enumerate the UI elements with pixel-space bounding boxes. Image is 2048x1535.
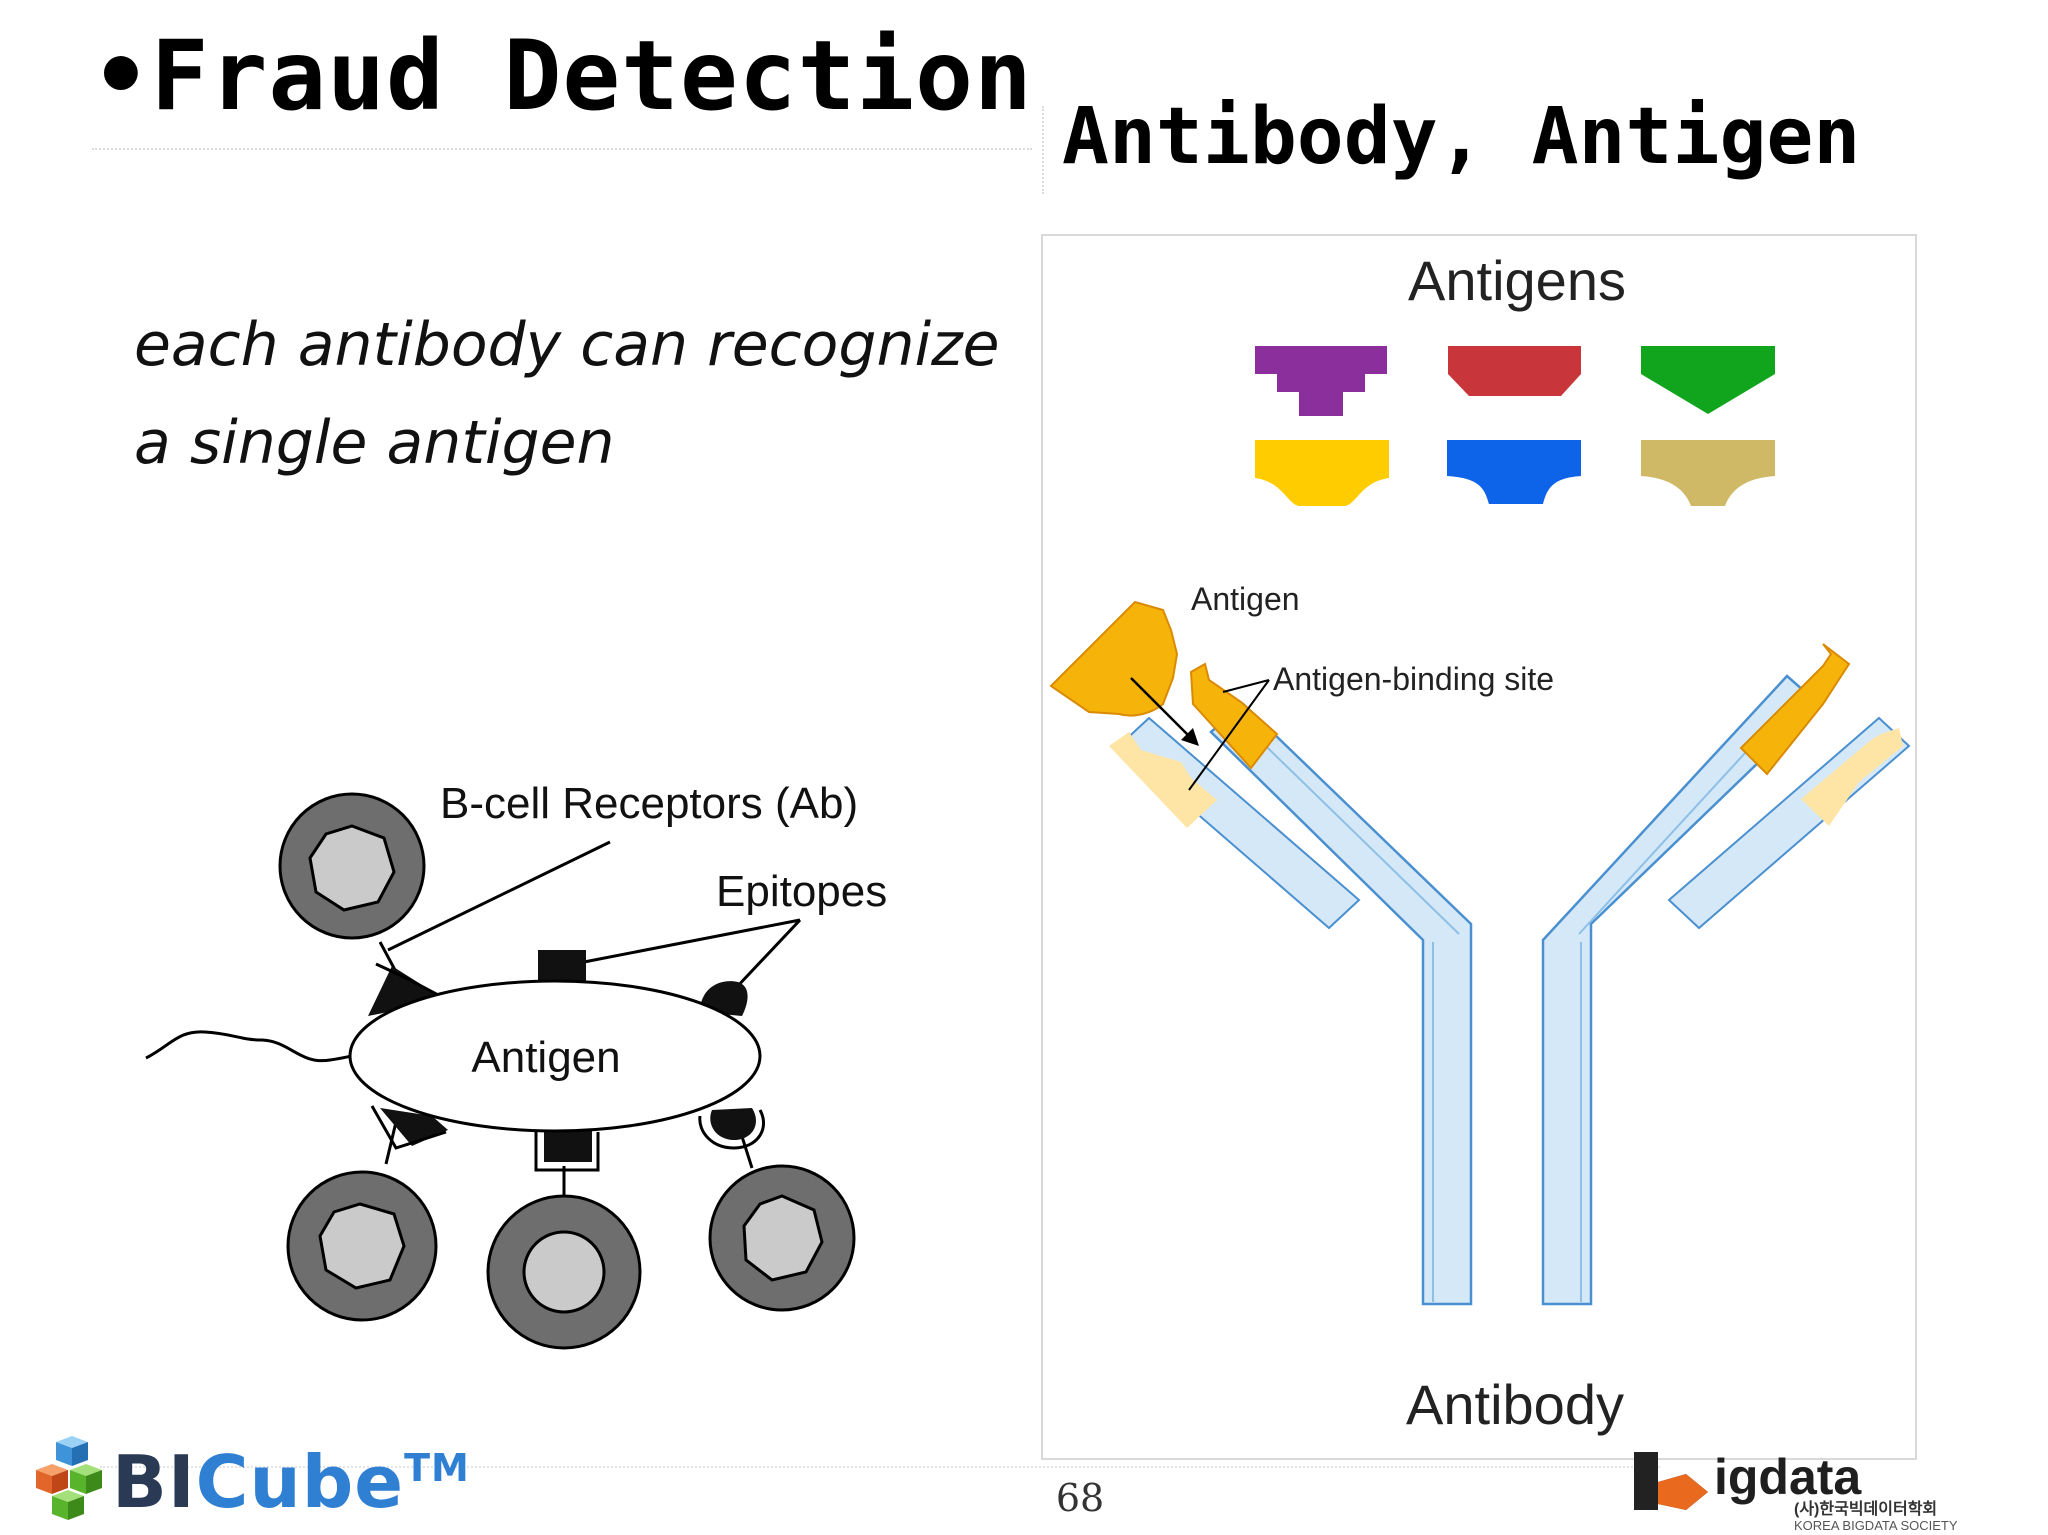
binding-site-leader-line [1222,679,1270,693]
receptor-head [534,1132,600,1172]
epitope-round [710,1108,756,1140]
antigens-title: Antigens [1408,249,1626,312]
epitope-square [544,1128,592,1162]
body-line-2: a single antigen [134,408,615,478]
light-chain-tip-left [1109,732,1217,828]
b-cell [278,792,426,940]
binding-arrow-line [1130,677,1190,737]
bicube-logo-icon [36,1436,102,1520]
heavy-chain-inner-line [1236,717,1460,935]
receptor-head [370,1105,447,1150]
epitope-leader-line [583,918,801,964]
title-divider [92,148,1032,150]
receptor-head [698,1109,766,1150]
body-text: each antibody can recognize a single ant… [134,296,1000,492]
binding-site-right [1739,643,1851,776]
receptor-stalk [384,1121,398,1165]
slide-title-text: Fraud Detection [150,20,1033,132]
antigen-shape-tan [1641,440,1775,506]
bullet-icon: • [92,20,151,132]
antigen-shape-purple [1255,346,1387,416]
binding-site-leader-line [1188,679,1270,791]
antigen-shape-red [1448,346,1581,396]
antigen-callout-label: Antigen [1191,581,1300,617]
bigdata-english-name: KOREA BIGDATA SOCIETY [1794,1518,1958,1532]
b-cell [286,1170,438,1322]
antigen-ellipse [348,979,762,1133]
antigen-shape-green [1641,346,1775,414]
receptor-label: B-cell Receptors (Ab) [440,779,858,828]
bigdata-society-logo: igdata (사)한국빅데이터학회 KOREA BIGDATA SOCIETY [1634,1449,1958,1532]
slide-title: •Fraud Detection [92,20,1033,132]
binding-arrow-head [1181,728,1199,746]
bicube-logo-text: BICubeTM [112,1440,470,1524]
footer-divider [100,1466,1660,1468]
receptor-stalk [378,941,397,971]
column-divider [1042,106,1044,194]
bigdata-korean-name: (사)한국빅데이터학회 [1794,1499,1937,1518]
receptor-head [375,962,441,998]
epitope-label: Epitopes [716,867,887,916]
b-cell [708,1164,856,1312]
b-cell [486,1194,642,1350]
antigen-label: Antigen [471,1033,620,1082]
light-chain-tip-right [1801,728,1903,826]
antigen-tail [145,1030,363,1063]
binding-site-label: Antigen-binding site [1273,661,1554,697]
antibody-label: Antibody [1406,1373,1624,1436]
free-antigen [1049,600,1179,717]
body-line-1: each antibody can recognize [134,310,1000,380]
binding-site-left [1189,662,1279,770]
bigdata-word: igdata [1714,1449,1862,1505]
page-number: 68 [1055,1476,1105,1520]
antigen-shape-blue [1447,440,1581,504]
antigen-shape-yellow [1255,440,1389,506]
section-heading: Antibody, Antigen [1062,92,1861,182]
receptor-leader-line [387,840,611,952]
epitope-leader-line [732,918,802,992]
heavy-chain-right [1541,674,1821,1306]
antibody-diagram: Antigens Antigen Antigen-binding site An… [1041,234,1917,1460]
